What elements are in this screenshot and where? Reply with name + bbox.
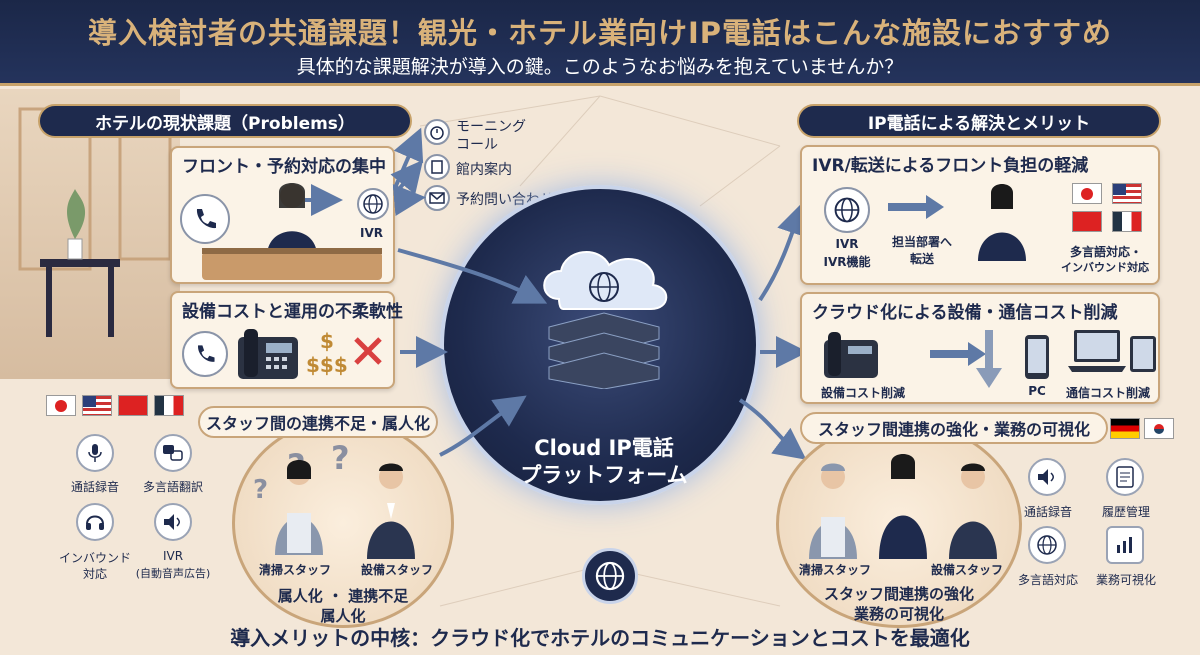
platform-label-2: プラットフォーム xyxy=(520,463,688,487)
multilingual-label-1: 多言語対応・ xyxy=(1069,245,1142,259)
feature-visualization: 業務可視化 xyxy=(1095,573,1156,587)
feature-recording-right: 通話録音 xyxy=(1023,505,1072,519)
staff-cleaning-label-left: 清掃スタッフ xyxy=(258,563,331,577)
multilingual-label-2: インバウンド対応 xyxy=(1061,261,1149,274)
manager-staff-icon xyxy=(879,454,927,559)
building-icon xyxy=(424,154,450,180)
feature-inbound-2: 対応 xyxy=(82,567,107,581)
feature-ivr-left: IVR xyxy=(162,549,184,563)
transfer-arrow xyxy=(888,195,944,219)
recording-speaker-icon xyxy=(1028,458,1066,496)
header-banner: 導入検討者の共通課題！観光・ホテル業向けIP電話はこんな施設におすすめ 具体的な… xyxy=(0,0,1200,86)
pc-label: PC xyxy=(1028,384,1046,398)
callout-morning-1: モーニング xyxy=(456,119,526,135)
globe-icon xyxy=(357,188,389,220)
dollars-sign: $$$ xyxy=(306,353,348,377)
question-mark-2: ? xyxy=(331,439,350,477)
silo-caption-2: 属人化 xyxy=(320,607,366,625)
staff-facility-label-right: 設備スタッフ xyxy=(930,563,1003,577)
page-title: 導入検討者の共通課題！観光・ホテル業向けIP電話はこんな施設におすすめ xyxy=(87,16,1113,50)
problems-heading: ホテルの現状課題（Problems） xyxy=(38,104,412,138)
microphone-icon xyxy=(76,434,114,472)
facility-staff-icon-right xyxy=(949,463,997,559)
mail-icon xyxy=(424,185,450,211)
solutions-heading: IP電話による解決とメリット xyxy=(797,104,1161,138)
cost-arrow-right xyxy=(930,342,986,366)
ivr-label-right: IVR xyxy=(835,237,859,251)
silo-caption-1: 属人化 ・ 連携不足 xyxy=(277,587,409,605)
panel-ivr-transfer: IVR/転送によるフロント負担の軽減 IVR IVR機能 担当部署へ 転送 多言… xyxy=(800,145,1160,285)
speaker-icon xyxy=(154,503,192,541)
dashboard-chart-icon xyxy=(1106,526,1144,564)
panel-staff-collab-title: スタッフ間連携の強化・業務の可視化 xyxy=(800,412,1108,444)
cleaning-staff-icon-right xyxy=(809,463,857,559)
multilingual-globe-icon xyxy=(1028,526,1066,564)
collab-caption-2: 業務の可視化 xyxy=(853,605,944,623)
usa-flag-icon xyxy=(82,395,112,416)
cleaning-staff-icon xyxy=(275,460,323,555)
collab-caption-1: スタッフ間連携の強化 xyxy=(823,585,974,603)
panel-cloud-cost: クラウド化による設備・通信コスト削減 設備コスト削減 PC 通信コスト削減 xyxy=(800,292,1160,404)
china-flag-icon-right xyxy=(1072,211,1102,232)
phone-icon xyxy=(182,331,228,377)
desk-phone-icon xyxy=(238,329,298,379)
laptop-tablet-icon xyxy=(1068,330,1156,372)
usa-flag-icon-right xyxy=(1112,183,1142,204)
footer-summary: 導入メリットの中核：クラウド化でホテルのコミュニケーションとコストを最適化 xyxy=(230,626,970,650)
japan-flag-icon-right xyxy=(1072,183,1102,204)
alarm-clock-icon xyxy=(424,119,450,145)
panel-cloud-title: クラウド化による設備・通信コスト削減 xyxy=(812,303,1118,323)
china-flag-icon xyxy=(118,395,148,416)
callout-guide: 館内案内 xyxy=(456,162,512,178)
transfer-label-1: 担当部署へ xyxy=(891,235,952,249)
feature-history: 履歴管理 xyxy=(1101,505,1150,519)
front-desk-counter xyxy=(202,248,382,280)
feature-ivr-left-sub: (自動音声広告) xyxy=(135,567,211,580)
equipment-cost-reduction-label: 設備コスト削減 xyxy=(820,386,905,400)
france-flag-icon xyxy=(154,395,184,416)
desk-phone-icon-right xyxy=(824,332,878,378)
department-staff-icon xyxy=(978,184,1026,261)
panel-front-desk-load: フロント・予約対応の集中 IVR xyxy=(170,146,395,284)
ivr-function-label: IVR機能 xyxy=(823,255,871,269)
germany-flag-icon xyxy=(1110,418,1140,439)
ivr-label: IVR xyxy=(360,226,383,240)
staff-cleaning-label-right: 清掃スタッフ xyxy=(798,563,871,577)
staff-facility-label-left: 設備スタッフ xyxy=(360,563,433,577)
japan-flag-icon xyxy=(46,395,76,416)
feature-translation-left: 多言語翻訳 xyxy=(142,480,203,494)
panel-ivr-title: IVR/転送によるフロント負担の軽減 xyxy=(812,156,1089,176)
cost-down-arrow xyxy=(976,330,1002,388)
page-subtitle: 具体的な課題解決が導入の鍵。このようなお悩みを抱えていませんか？ xyxy=(296,56,904,78)
history-document-icon xyxy=(1106,458,1144,496)
phone-ringing-icon xyxy=(180,194,230,244)
headset-icon xyxy=(76,503,114,541)
dollar-sign: $ xyxy=(320,329,334,353)
network-globe-icon xyxy=(582,548,638,604)
callout-morning-2: コール xyxy=(456,137,498,153)
platform-label-1: Cloud IP電話 xyxy=(534,436,674,460)
facility-staff-icon xyxy=(367,463,415,559)
panel-staff-silo: ? ? ? 清掃スタッフ 設備スタッフ 属人化 ・ 連携不足 属人化 xyxy=(232,418,454,628)
panel-front-desk-title: フロント・予約対応の集中 xyxy=(182,157,386,177)
comm-cost-reduction-label: 通信コスト削減 xyxy=(1065,386,1150,400)
cloud-server-illustration xyxy=(543,251,668,389)
panel-staff-silo-title: スタッフ間の連携不足・属人化 xyxy=(198,406,438,438)
panel-staff-collab: 清掃スタッフ 設備スタッフ スタッフ間連携の強化 業務の可視化 xyxy=(776,420,1022,628)
question-mark-3: ? xyxy=(253,475,269,505)
panel-equipment-title: 設備コストと運用の不柔軟性 xyxy=(182,302,403,322)
transfer-label-2: 転送 xyxy=(909,252,934,266)
panel-equipment-cost: 設備コストと運用の不柔軟性 $ $$$ xyxy=(170,291,403,389)
feature-multilingual-right: 多言語対応 xyxy=(1017,573,1078,587)
korea-flag-icon xyxy=(1144,418,1174,439)
feature-recording-left: 通話録音 xyxy=(70,480,119,494)
smartphone-icon xyxy=(1025,335,1049,379)
ivr-globe-icon xyxy=(824,187,870,233)
feature-inbound-1: インバウンド xyxy=(58,551,131,565)
france-flag-icon-right xyxy=(1112,211,1142,232)
cross-icon xyxy=(354,337,382,365)
translate-icon xyxy=(154,434,192,472)
